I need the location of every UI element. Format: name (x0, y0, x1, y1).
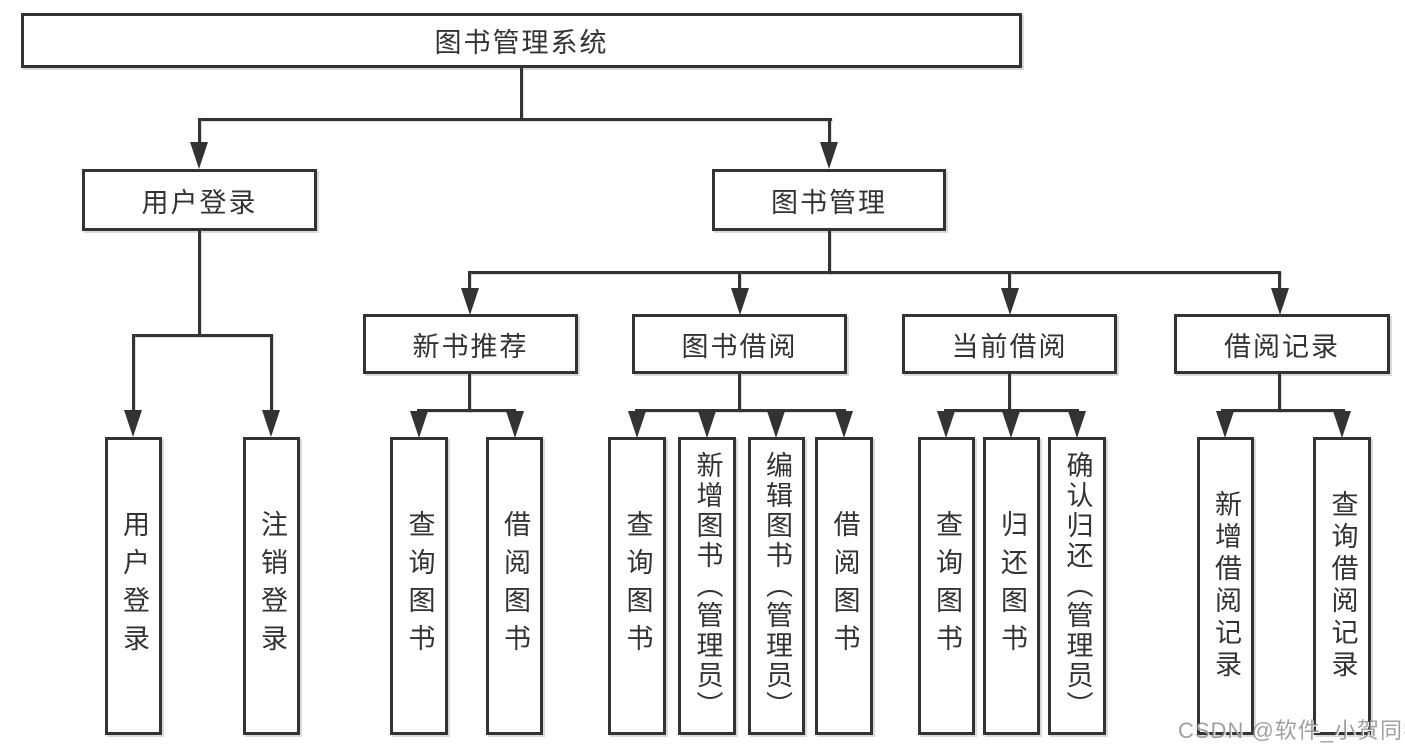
node-user-login-label: 用户登录 (141, 187, 258, 218)
connector-line (828, 118, 831, 145)
connector-line (132, 334, 273, 337)
connector-line (828, 230, 831, 274)
leaf-return-books: 归还图书 (983, 437, 1040, 735)
connector-line (417, 409, 516, 412)
leaf-user-login-label: 用户登录 (119, 510, 149, 662)
node-root: 图书管理系统 (21, 13, 1022, 68)
connector-line (1008, 372, 1011, 412)
connector-line (738, 372, 741, 412)
leaf-borrow-books-borrow: 借阅图书 (815, 437, 873, 735)
leaf-edit-book-admin: 编辑图书（管理员） (748, 437, 805, 735)
arrow-down-icon (1271, 288, 1289, 315)
connector-line (198, 229, 201, 336)
arrow-down-icon (410, 411, 428, 438)
leaf-logout: 注销登录 (243, 437, 300, 735)
arrow-down-icon (506, 411, 524, 438)
leaf-user-login: 用户登录 (105, 437, 162, 735)
connector-line (635, 409, 846, 412)
leaf-add-book-admin-label: 新增图书（管理员） (692, 451, 723, 721)
leaf-query-books-recommend-label: 查询图书 (404, 510, 435, 662)
node-book-borrow-label: 图书借阅 (681, 331, 798, 362)
leaf-query-borrow-record: 查询借阅记录 (1313, 437, 1371, 735)
csdn-watermark: CSDN @软件_小贺同学 (1178, 718, 1405, 743)
arrow-down-icon (820, 142, 838, 169)
leaf-borrow-books-recommend: 借阅图书 (486, 437, 543, 735)
arrow-down-icon (767, 411, 785, 438)
leaf-logout-label: 注销登录 (257, 510, 287, 662)
arrow-down-icon (1068, 411, 1086, 438)
leaf-query-books-borrow-label: 查询图书 (622, 510, 653, 662)
connector-line (1278, 372, 1281, 412)
arrow-down-icon (1002, 411, 1020, 438)
node-book-management-label: 图书管理 (771, 187, 887, 218)
node-root-label: 图书管理系统 (434, 28, 609, 58)
connector-line (738, 271, 741, 291)
leaf-query-books-current-label: 查询图书 (932, 510, 962, 662)
arrow-down-icon (262, 410, 280, 437)
leaf-edit-book-admin-label: 编辑图书（管理员） (762, 451, 792, 721)
leaf-query-books-current: 查询图书 (918, 437, 975, 735)
leaf-add-borrow-record-label: 新增借阅记录 (1211, 490, 1241, 682)
leaf-confirm-return-admin: 确认归还（管理员） (1048, 437, 1106, 735)
connector-line (468, 271, 1281, 274)
connector-line (1008, 271, 1011, 291)
node-current-borrow-label: 当前借阅 (951, 331, 1068, 362)
connector-line (198, 118, 201, 145)
node-user-login: 用户登录 (82, 169, 317, 231)
connector-line (468, 271, 471, 291)
node-current-borrow: 当前借阅 (902, 314, 1117, 374)
node-borrow-records: 借阅记录 (1174, 314, 1390, 374)
arrow-down-icon (1216, 411, 1234, 438)
leaf-query-books-borrow: 查询图书 (608, 437, 666, 735)
leaf-return-books-label: 归还图书 (997, 510, 1027, 662)
leaf-add-book-admin: 新增图书（管理员） (678, 437, 736, 735)
leaf-borrow-books-borrow-label: 借阅图书 (829, 510, 860, 662)
connector-line (270, 334, 273, 413)
leaf-query-borrow-record-label: 查询借阅记录 (1327, 490, 1358, 682)
node-borrow-records-label: 借阅记录 (1224, 331, 1340, 362)
arrow-down-icon (937, 411, 955, 438)
leaf-query-books-recommend: 查询图书 (390, 437, 448, 735)
leaf-borrow-books-recommend-label: 借阅图书 (500, 510, 530, 662)
arrow-down-icon (628, 411, 646, 438)
arrow-down-icon (1333, 411, 1351, 438)
connector-line (1221, 409, 1345, 412)
connector-line (944, 409, 1079, 412)
node-new-book-recommend: 新书推荐 (363, 314, 578, 374)
node-book-management: 图书管理 (712, 169, 946, 231)
arrow-down-icon (1001, 288, 1019, 315)
connector-line (198, 118, 832, 121)
arrow-down-icon (190, 142, 208, 169)
arrow-down-icon (835, 411, 853, 438)
connector-line (1278, 271, 1281, 291)
leaf-confirm-return-admin-label: 确认归还（管理员） (1062, 451, 1093, 721)
arrow-down-icon (461, 288, 479, 315)
connector-line (468, 372, 471, 412)
connector-line (520, 66, 523, 120)
node-new-book-recommend-label: 新书推荐 (412, 331, 529, 362)
node-book-borrow: 图书借阅 (632, 314, 847, 374)
arrow-down-icon (698, 411, 716, 438)
arrow-down-icon (124, 410, 142, 437)
connector-line (132, 334, 135, 413)
arrow-down-icon (731, 288, 749, 315)
leaf-add-borrow-record: 新增借阅记录 (1197, 437, 1254, 735)
